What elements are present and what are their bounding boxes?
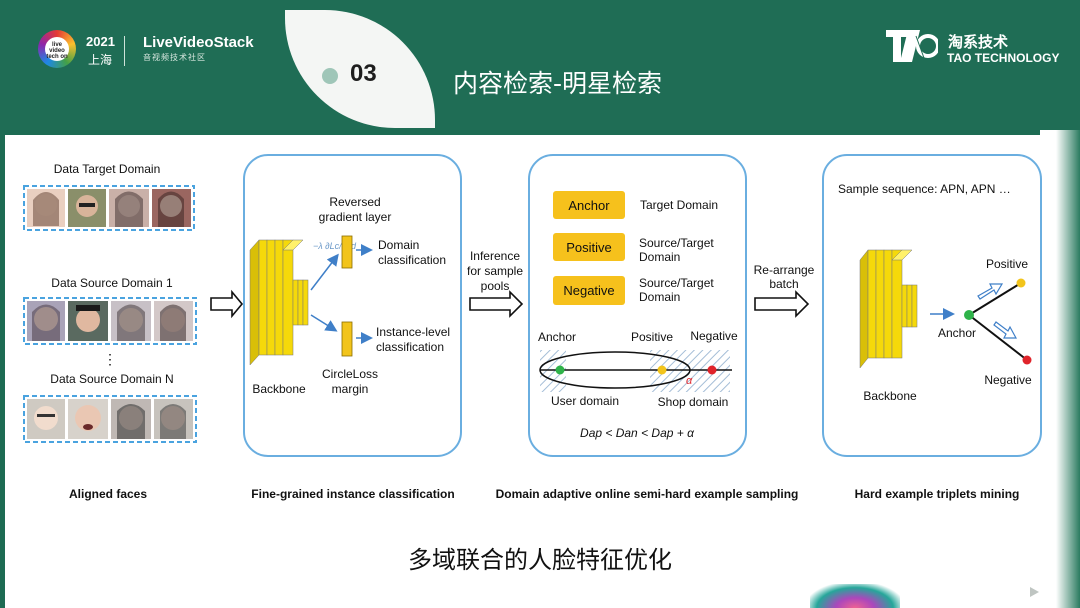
company-name-cn: 淘系技术 bbox=[948, 33, 1009, 51]
arrow-to-domain-head bbox=[310, 253, 339, 291]
brand-subtitle: 音视频技术社区 bbox=[143, 53, 206, 62]
backbone-blocks bbox=[249, 239, 309, 366]
arrow-to-sampling bbox=[469, 290, 524, 318]
event-city: 上海 bbox=[88, 53, 113, 67]
triplet-positive-dot bbox=[1016, 278, 1026, 288]
event-year: 2021 bbox=[86, 34, 115, 49]
stage-aligned-faces-label: Aligned faces bbox=[69, 487, 147, 501]
inference-line1: Inference bbox=[470, 249, 520, 263]
section-title: 内容检索-明星检索 bbox=[453, 69, 663, 98]
stage-triplet-label: Hard example triplets mining bbox=[855, 487, 1020, 501]
tao-logo-icon bbox=[886, 30, 938, 62]
positive-tag-label: Positive bbox=[566, 240, 612, 255]
left-edge-strip bbox=[0, 130, 5, 608]
diagram-panel: Data Target Domain Data Source Domain 1 … bbox=[5, 140, 1044, 516]
diagram-canvas: Data Target Domain Data Source Domain 1 … bbox=[23, 154, 1042, 501]
plot-anchor-dot bbox=[555, 365, 565, 375]
distance-formula: Dap < Dan < Dap + α bbox=[580, 426, 695, 440]
anchor-tag-label: Anchor bbox=[568, 198, 610, 213]
triplet-anchor-label: Anchor bbox=[938, 326, 976, 340]
play-icon[interactable] bbox=[1030, 587, 1039, 597]
section-dot-icon bbox=[322, 68, 338, 84]
positive-desc-2: Domain bbox=[639, 250, 680, 264]
classification-box bbox=[243, 154, 462, 457]
positive-tag bbox=[553, 233, 625, 261]
rearrange-line2: batch bbox=[769, 277, 798, 291]
positive-desc-1: Source/Target bbox=[639, 236, 714, 250]
plot-negative-label: Negative bbox=[690, 329, 738, 343]
arrow-to-instance-head bbox=[310, 314, 338, 332]
lambda-formula: −λ ∂Lc/∂θd bbox=[313, 241, 357, 251]
reversed-gradient-line1: Reversed bbox=[329, 195, 380, 209]
arrow-to-classification bbox=[210, 289, 244, 319]
logo-divider bbox=[124, 36, 125, 66]
slide-caption: 多域联合的人脸特征优化 bbox=[408, 546, 672, 574]
header-bar: live video tech on 2021 上海 LiveVideoStac… bbox=[0, 0, 1080, 135]
triplet-graph bbox=[964, 278, 1032, 365]
event-logo-text: live video tech on bbox=[46, 42, 68, 60]
negative-tag bbox=[553, 276, 625, 305]
section-number: 03 bbox=[350, 60, 377, 87]
inference-line2: for sample bbox=[467, 264, 523, 278]
circleloss-line2: margin bbox=[332, 382, 369, 396]
domain-plot bbox=[539, 350, 732, 392]
pull-arrow-icon bbox=[977, 283, 1004, 300]
negative-desc-1: Source/Target bbox=[639, 276, 714, 290]
circleloss-line1: CircleLoss bbox=[322, 367, 378, 381]
triplet-backbone-label: Backbone bbox=[863, 389, 917, 403]
domain-class-line1: Domain bbox=[378, 238, 419, 252]
instance-class-line1: Instance-level bbox=[376, 325, 450, 339]
target-domain-label: Data Target Domain bbox=[54, 162, 161, 176]
backbone-label: Backbone bbox=[252, 382, 306, 396]
triplet-box bbox=[822, 154, 1042, 457]
company-name-en: TAO TECHNOLOGY bbox=[947, 51, 1060, 65]
triplet-negative-label: Negative bbox=[984, 373, 1032, 387]
plot-positive-dot bbox=[657, 365, 667, 375]
negative-desc-2: Domain bbox=[639, 290, 680, 304]
plot-negative-dot bbox=[707, 365, 717, 375]
face-row-target bbox=[23, 185, 195, 231]
triplet-negative-dot bbox=[1022, 355, 1032, 365]
anchor-tag bbox=[553, 191, 625, 219]
sample-sequence-label: Sample sequence: APN, APN … bbox=[838, 182, 1011, 196]
face-row-source-1 bbox=[23, 297, 197, 345]
domain-head-block bbox=[341, 235, 353, 269]
triplet-backbone-blocks bbox=[859, 249, 918, 369]
user-domain-label: User domain bbox=[551, 394, 619, 408]
alpha-label: α bbox=[686, 375, 693, 387]
event-logo-center bbox=[45, 37, 69, 61]
face-row-source-n bbox=[23, 395, 197, 443]
instance-class-line2: classification bbox=[376, 340, 444, 354]
arrow-to-triplet bbox=[754, 290, 810, 318]
instance-head-block bbox=[341, 321, 353, 357]
brand-name: LiveVideoStack bbox=[143, 34, 254, 51]
negative-tag-label: Negative bbox=[563, 283, 614, 298]
push-arrow-icon bbox=[993, 321, 1018, 339]
plot-anchor-label: Anchor bbox=[538, 330, 576, 344]
sampling-box bbox=[528, 154, 747, 457]
stage-classification-label: Fine-grained instance classification bbox=[251, 487, 454, 501]
source-domain-n-label: Data Source Domain N bbox=[50, 372, 173, 386]
shop-domain-label: Shop domain bbox=[658, 395, 729, 409]
stage-sampling-label: Domain adaptive online semi-hard example… bbox=[496, 487, 799, 501]
inference-line3: pools bbox=[481, 279, 510, 293]
right-edge-strip bbox=[1040, 130, 1080, 608]
faces-ellipsis: ⋮ bbox=[103, 351, 117, 367]
reversed-gradient-line2: gradient layer bbox=[319, 210, 392, 224]
triplet-positive-label: Positive bbox=[986, 257, 1028, 271]
plot-positive-label: Positive bbox=[631, 330, 673, 344]
anchor-desc: Target Domain bbox=[640, 198, 718, 212]
source-domain-1-label: Data Source Domain 1 bbox=[51, 276, 173, 290]
header-background bbox=[0, 0, 1080, 130]
triplet-anchor-dot bbox=[964, 310, 974, 320]
domain-class-line2: classification bbox=[378, 253, 446, 267]
rearrange-line1: Re-arrange bbox=[754, 263, 815, 277]
bottom-decoration bbox=[810, 584, 900, 608]
